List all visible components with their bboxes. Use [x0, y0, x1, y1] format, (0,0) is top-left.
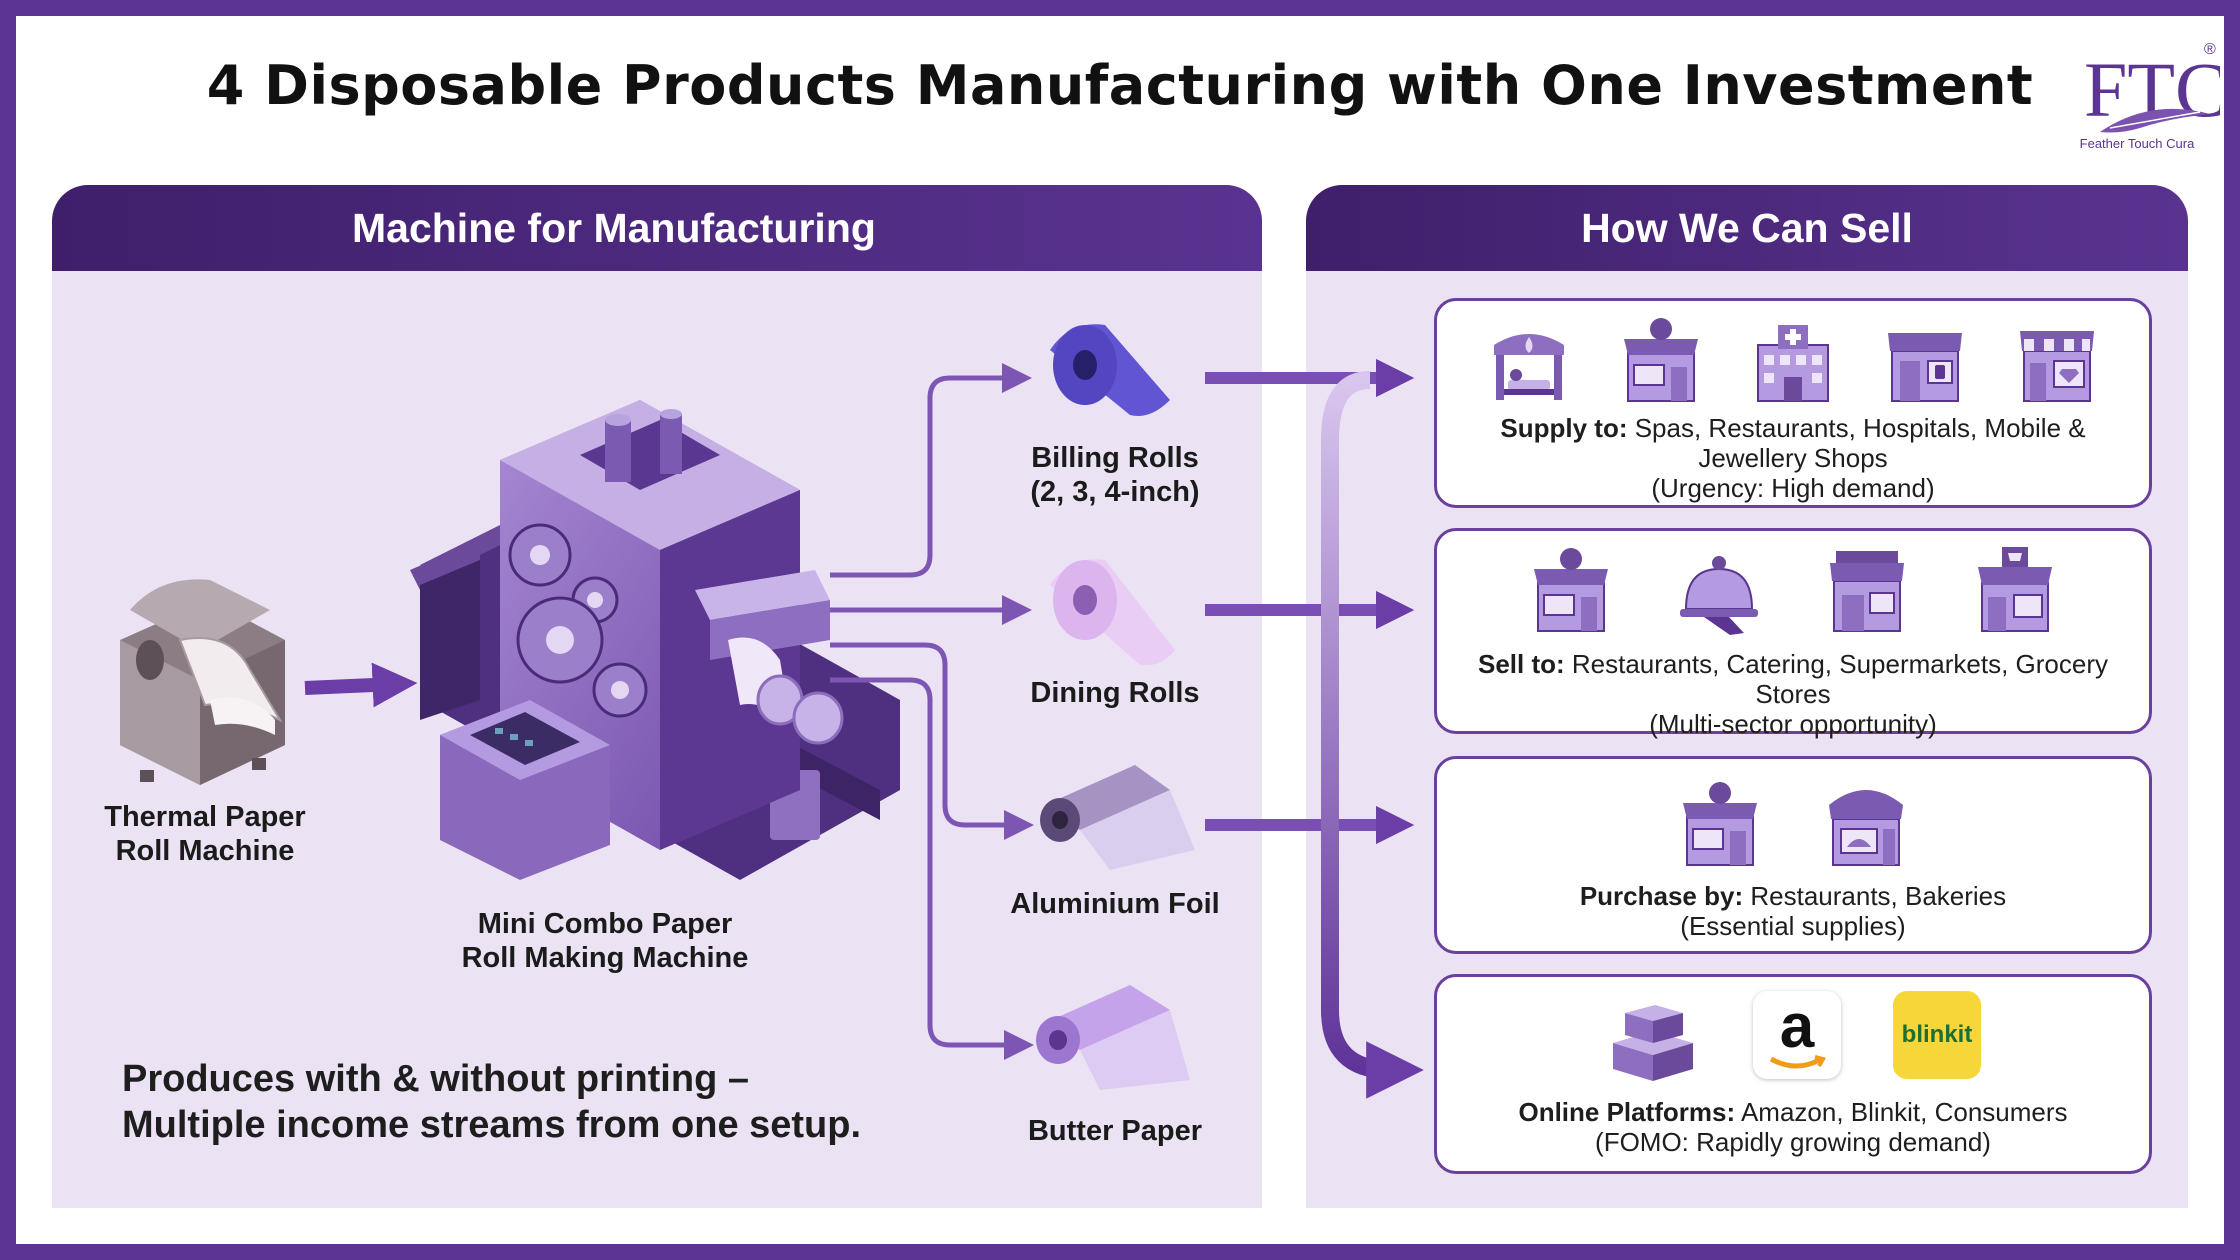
card-icons: a blinkit	[1437, 991, 2149, 1083]
sales-card-purchase: Purchase by: Restaurants, Bakeries (Esse…	[1434, 756, 2152, 954]
production-note: Produces with & without printing – Multi…	[122, 1058, 862, 1146]
paper-roll-pink-icon	[1050, 559, 1175, 666]
sales-heading: How We Can Sell	[1306, 185, 2188, 271]
combo-machine-label: Mini Combo Paper Roll Making Machine	[461, 908, 749, 974]
butter-paper-label: Butter Paper	[1027, 1115, 1203, 1147]
sales-card-supply: Supply to: Spas, Restaurants, Hospitals,…	[1434, 298, 2152, 508]
foil-roll-icon	[1040, 765, 1195, 870]
amazon-logo-icon: a	[1753, 991, 1841, 1079]
purchase-card-text: Purchase by: Restaurants, Bakeries (Esse…	[1447, 881, 2139, 941]
thermal-paper-machine-icon	[120, 579, 285, 785]
combo-paper-roll-machine-icon	[410, 400, 900, 880]
logo-tagline: Feather Touch Cura	[2079, 136, 2195, 151]
jewellery-shop-icon	[2020, 331, 2094, 402]
dining-rolls-label: Dining Rolls	[1030, 677, 1200, 709]
mobile-shop-icon	[1888, 333, 1962, 402]
thermal-machine-label: Thermal Paper Roll Machine	[104, 801, 306, 867]
hospital-icon	[1757, 325, 1829, 402]
grocery-store-icon	[1978, 547, 2052, 632]
blinkit-logo-icon: blinkit	[1893, 991, 1981, 1079]
butter-paper-roll-icon	[1036, 985, 1190, 1090]
card-icons	[1437, 315, 2149, 407]
amazon-logo-letter: a	[1779, 992, 1815, 1061]
ftc-logo-icon: FTC ®	[2084, 41, 2220, 133]
spa-icon	[1494, 334, 1564, 400]
sell-card-sub: (Multi-sector opportunity)	[1649, 709, 1937, 739]
page-title: 4 Disposable Products Manufacturing with…	[206, 54, 2034, 117]
supply-card-sub: (Urgency: High demand)	[1651, 473, 1935, 503]
online-card-text: Online Platforms: Amazon, Blinkit, Consu…	[1447, 1097, 2139, 1157]
manufacturing-heading: Machine for Manufacturing	[52, 185, 1262, 271]
card-icons	[1437, 545, 2149, 637]
online-card-prefix: Online Platforms:	[1518, 1097, 1736, 1127]
supply-card-text: Supply to: Spas, Restaurants, Hospitals,…	[1447, 413, 2139, 503]
sales-card-online: a blinkit Online Platforms: Amazon, Blin…	[1434, 974, 2152, 1174]
sell-card-prefix: Sell to:	[1477, 649, 1565, 679]
billing-rolls-label: Billing Rolls (2, 3, 4-inch)	[1030, 442, 1200, 508]
supply-card-body: Spas, Restaurants, Hospitals, Mobile & J…	[1634, 413, 2086, 473]
paper-roll-blue-icon	[1050, 324, 1170, 416]
restaurant-icon	[1624, 318, 1698, 402]
bakery-icon	[1829, 790, 1903, 866]
online-card-body: Amazon, Blinkit, Consumers	[1740, 1097, 2068, 1127]
sell-arrows	[1205, 358, 1424, 1099]
purchase-card-body: Restaurants, Bakeries	[1750, 881, 2007, 911]
supermarket-icon	[1830, 551, 1904, 632]
purchase-card-sub: (Essential supplies)	[1680, 911, 1906, 941]
sell-card-text: Sell to: Restaurants, Catering, Supermar…	[1447, 649, 2139, 739]
aluminium-foil-label: Aluminium Foil	[1010, 888, 1220, 920]
sales-card-sell: Sell to: Restaurants, Catering, Supermar…	[1434, 528, 2152, 739]
sell-card-body: Restaurants, Catering, Supermarkets, Gro…	[1571, 649, 2108, 709]
restaurant-icon	[1683, 782, 1757, 866]
card-icons	[1437, 779, 2149, 871]
blinkit-logo-text: blinkit	[1901, 1021, 1973, 1048]
supply-card-prefix: Supply to:	[1500, 413, 1628, 443]
parcel-boxes-icon	[1613, 1005, 1693, 1081]
logo-registered: ®	[2204, 41, 2216, 58]
catering-cloche-icon	[1680, 556, 1758, 635]
restaurant-icon	[1534, 548, 1608, 632]
branch-arrows	[830, 363, 1034, 1060]
purchase-card-prefix: Purchase by:	[1579, 881, 1744, 911]
online-card-sub: (FOMO: Rapidly growing demand)	[1595, 1127, 1991, 1157]
